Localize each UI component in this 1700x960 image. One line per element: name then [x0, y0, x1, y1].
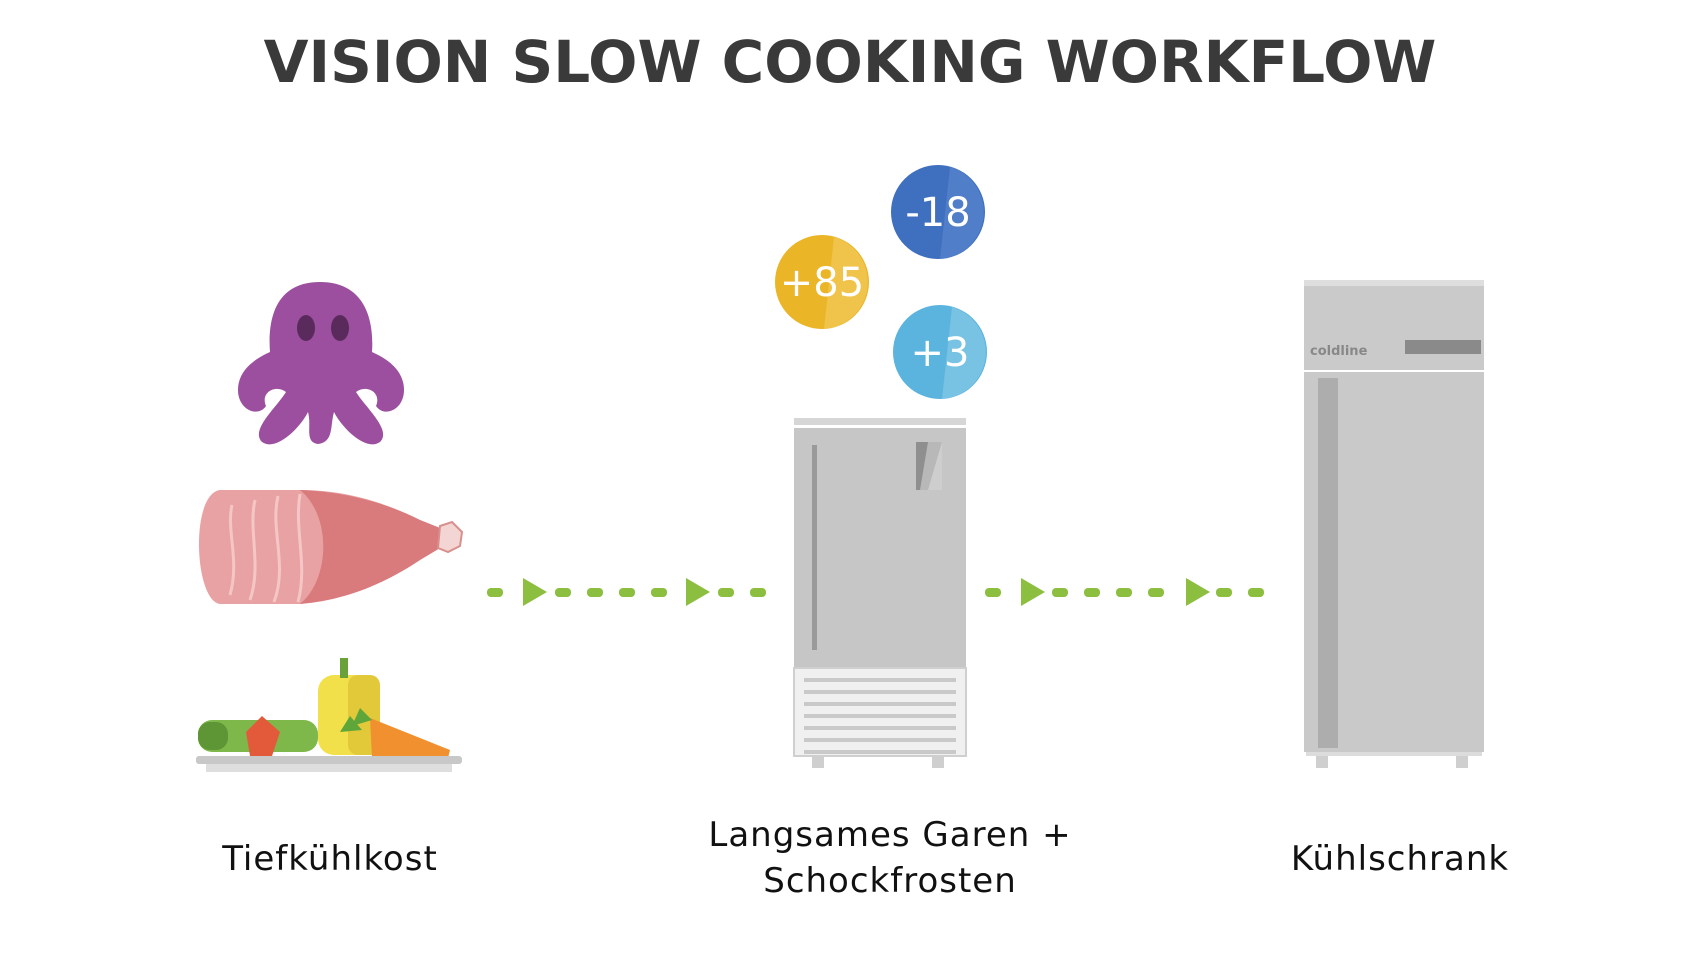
- ham-icon: [198, 490, 464, 604]
- bubble-label: -18: [905, 190, 970, 236]
- refrigerator-icon: coldline: [1304, 280, 1484, 768]
- blast-chiller-icon: [793, 418, 967, 768]
- step-label-slow-cooking: Langsames Garen + Schockfrosten: [640, 812, 1140, 904]
- octopus-icon: [238, 282, 404, 445]
- temperature-bubble-minus18: -18: [891, 165, 985, 259]
- fridge-brand-logo: coldline: [1310, 344, 1368, 359]
- dashed-arrow-icon: [985, 578, 1264, 606]
- vegetables-tray-icon: [196, 658, 462, 772]
- step-label-line: Langsames Garen +: [708, 815, 1072, 855]
- temperature-bubble-plus85: +85: [775, 235, 869, 329]
- bubble-label: +85: [780, 260, 864, 306]
- step-label-frozen-food: Tiefkühlkost: [222, 839, 438, 879]
- bubble-label: +3: [911, 330, 970, 376]
- temperature-bubble-plus3: +3: [893, 305, 987, 399]
- step-label-refrigerator: Kühlschrank: [1290, 839, 1510, 879]
- step-label-line: Schockfrosten: [763, 861, 1017, 901]
- dashed-arrow-icon: [487, 578, 766, 606]
- page-title: VISION SLOW COOKING WORKFLOW: [263, 28, 1437, 96]
